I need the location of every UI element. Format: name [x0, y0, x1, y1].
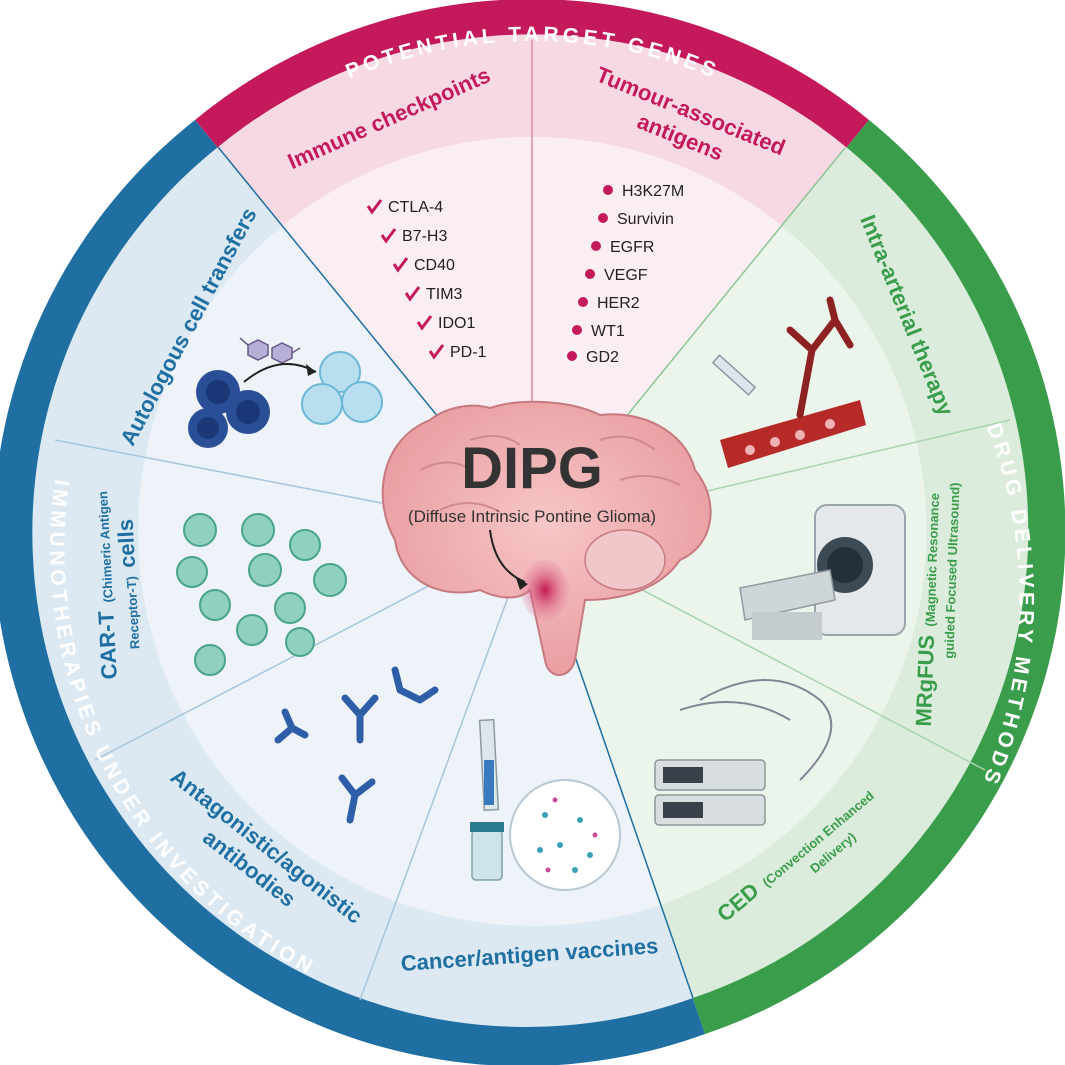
car-t-cell-icon — [313, 563, 347, 597]
checkpoint-item: CD40 — [392, 257, 455, 274]
car-t-cell-icon — [248, 553, 282, 587]
artery-icon — [720, 400, 866, 468]
svg-text:Survivin: Survivin — [617, 211, 674, 228]
svg-text:H3K27M: H3K27M — [622, 183, 684, 200]
checkpoint-item: PD-1 — [428, 344, 487, 361]
antibody-icon — [274, 708, 309, 744]
checkpoint-item: IDO1 — [416, 315, 475, 332]
cart-title: CAR-T (Chimeric Antigen Receptor-T) cell… — [87, 491, 145, 680]
antigen-magnify-icon — [509, 779, 621, 891]
bullet-icon — [603, 185, 613, 195]
car-t-cell-icon — [241, 513, 275, 547]
antigen-item: HER2 — [578, 295, 640, 312]
svg-text:VEGF: VEGF — [604, 267, 648, 284]
mri-scanner-illustration — [739, 504, 906, 640]
svg-text:WT1: WT1 — [591, 323, 625, 340]
dipg-subtitle: (Diffuse Intrinsic Pontine Glioma) — [408, 507, 656, 526]
bullet-icon — [572, 325, 582, 335]
intra-arterial-illustration — [711, 296, 866, 468]
syringe-icon — [711, 354, 757, 396]
tumor-icon — [521, 560, 569, 620]
vial-icon — [471, 829, 503, 881]
antibody-icon — [338, 774, 376, 824]
pointer-arrow-icon — [489, 529, 526, 583]
check-icon — [380, 228, 397, 244]
cell-icon — [319, 351, 361, 393]
svg-text:B7-H3: B7-H3 — [402, 228, 447, 245]
immune-checkpoint-list: CTLA-4 B7-H3 CD40 TIM3 IDO1 PD-1 — [366, 199, 487, 361]
antibodies-illustration — [274, 666, 439, 824]
antigen-item: WT1 — [572, 323, 625, 340]
inner-ring — [138, 136, 927, 926]
bullet-icon — [578, 297, 588, 307]
car-t-cell-icon — [274, 592, 306, 624]
cell-icon — [341, 381, 383, 423]
antigen-item: VEGF — [585, 267, 648, 284]
svg-text:CTLA-4: CTLA-4 — [388, 199, 443, 216]
cell-icon — [301, 383, 343, 425]
svg-text:TIM3: TIM3 — [426, 286, 463, 303]
svg-text:CAR-T (Chimeric Antigen: CAR-T (Chimeric Antigen — [87, 491, 122, 680]
car-t-cell-icon — [183, 513, 217, 547]
checkpoint-item: CTLA-4 — [366, 199, 443, 216]
autologous-cells-illustration — [188, 337, 383, 448]
brain-icon — [381, 400, 712, 676]
brain-illustration — [381, 400, 712, 676]
svg-text:PD-1: PD-1 — [450, 344, 487, 361]
svg-text:EGFR: EGFR — [610, 239, 654, 256]
car-t-cell-icon — [285, 627, 315, 657]
dipg-title: DIPG — [461, 436, 603, 501]
checkpoint-item: TIM3 — [404, 286, 463, 303]
ced-pump-illustration — [654, 679, 833, 826]
tumour-antigen-list: H3K27M Survivin EGFR VEGF HER2 WT1 GD2 — [567, 183, 684, 366]
antigen-item: Survivin — [598, 211, 674, 228]
svg-text:GD2: GD2 — [586, 349, 619, 366]
vaccine-illustration — [470, 718, 621, 891]
mrgfus-title: MRgFUS (Magnetic Resonance guided Focuse… — [911, 482, 963, 727]
bullet-icon — [591, 241, 601, 251]
bullet-icon — [567, 351, 577, 361]
antibody-icon — [391, 666, 439, 704]
svg-text:HER2: HER2 — [597, 295, 640, 312]
check-icon — [416, 315, 433, 331]
check-icon — [404, 286, 421, 302]
car-t-cell-icon — [176, 556, 208, 588]
car-t-cell-icon — [289, 529, 321, 561]
svg-text:CD40: CD40 — [414, 257, 455, 274]
antigen-item: GD2 — [567, 349, 619, 366]
bullet-icon — [598, 213, 608, 223]
check-icon — [392, 257, 409, 273]
cart-cells-illustration — [176, 513, 347, 676]
svg-text:Receptor-T) cells: Receptor-T) cells — [113, 518, 145, 649]
svg-text:guided Focused Ultrasound): guided Focused Ultrasound) — [941, 482, 962, 659]
antibody-icon — [341, 694, 379, 744]
car-t-cell-icon — [199, 589, 231, 621]
check-icon — [428, 344, 445, 360]
check-icon — [366, 199, 383, 215]
checkpoint-item: B7-H3 — [380, 228, 447, 245]
antigen-item: H3K27M — [603, 183, 684, 200]
car-t-cell-icon — [194, 644, 226, 676]
bullet-icon — [585, 269, 595, 279]
antigen-item: EGFR — [591, 239, 654, 256]
svg-text:MRgFUS (Magnetic Resonan: MRgFUS (Magnetic Resonance — [911, 492, 944, 726]
molecule-icon — [239, 337, 301, 364]
svg-text:IDO1: IDO1 — [438, 315, 475, 332]
car-t-cell-icon — [236, 614, 268, 646]
